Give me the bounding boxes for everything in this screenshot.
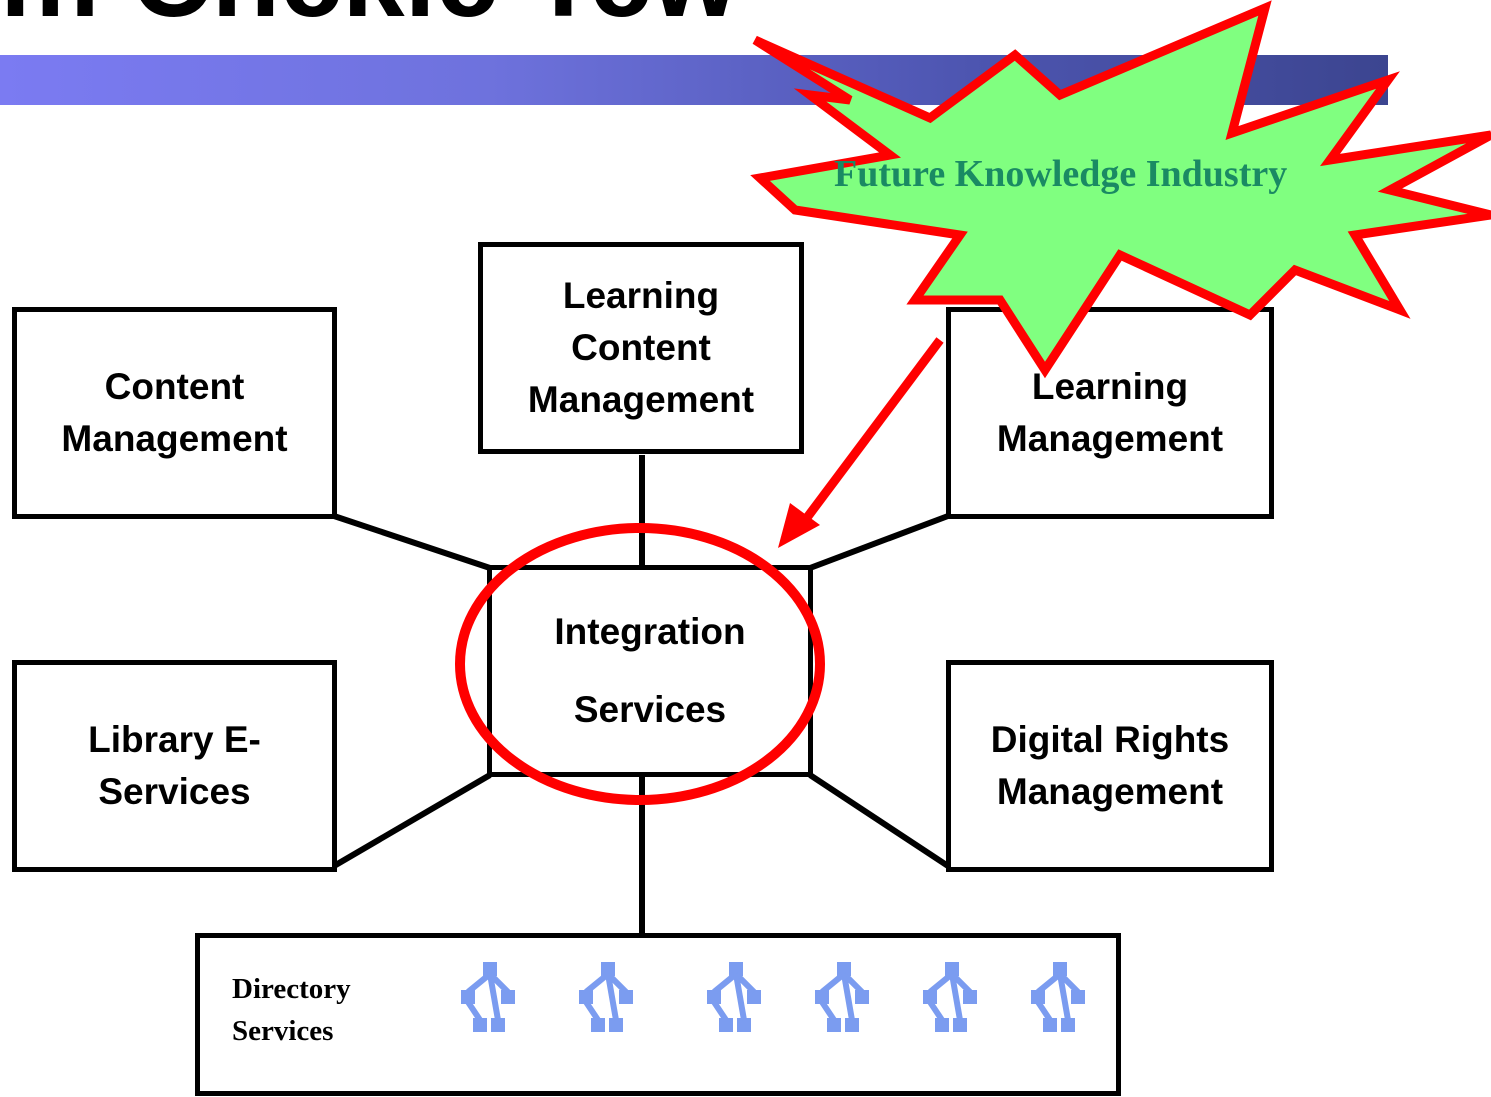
integration-services-box: Integration Services — [487, 565, 813, 777]
digital-rights-management-box: Digital Rights Management — [946, 660, 1274, 872]
tree-icon — [573, 960, 641, 1040]
arrow-head — [778, 503, 820, 548]
connector-cm — [333, 513, 491, 571]
callout-starburst — [750, 0, 1491, 379]
connector-lm — [808, 513, 950, 571]
library-e-services-label: Library E- Services — [88, 719, 261, 812]
tree-icon — [809, 960, 877, 1040]
highlight-ellipse — [455, 523, 825, 805]
content-management-box: Content Management — [12, 307, 337, 519]
arrow-shaft — [796, 337, 944, 530]
learning-content-management-label: Learning Content Management — [527, 275, 755, 420]
slide-title-fragment: m Chcklc Tcw — [0, 0, 739, 34]
callout-text: Future Knowledge Industry — [834, 153, 1288, 195]
learning-management-box: Learning Management — [946, 307, 1274, 519]
connector-drm — [808, 772, 950, 869]
tree-icon — [1025, 960, 1093, 1040]
directory-services-label: Directory Services — [232, 973, 351, 1047]
directory-tree-icons — [455, 960, 1093, 1040]
tree-icon — [917, 960, 985, 1040]
learning-content-management-box: Learning Content Management — [478, 242, 804, 454]
digital-rights-management-label: Digital Rights Management — [990, 719, 1230, 812]
learning-management-label: Learning Management — [996, 366, 1224, 459]
tree-icon — [701, 960, 769, 1040]
directory-services-box — [195, 933, 1121, 1096]
library-e-services-box: Library E- Services — [12, 660, 337, 872]
integration-services-label: Integration Services — [554, 611, 746, 730]
content-management-label: Content Management — [61, 366, 288, 459]
connector-les — [332, 772, 492, 869]
tree-icon — [455, 960, 523, 1040]
